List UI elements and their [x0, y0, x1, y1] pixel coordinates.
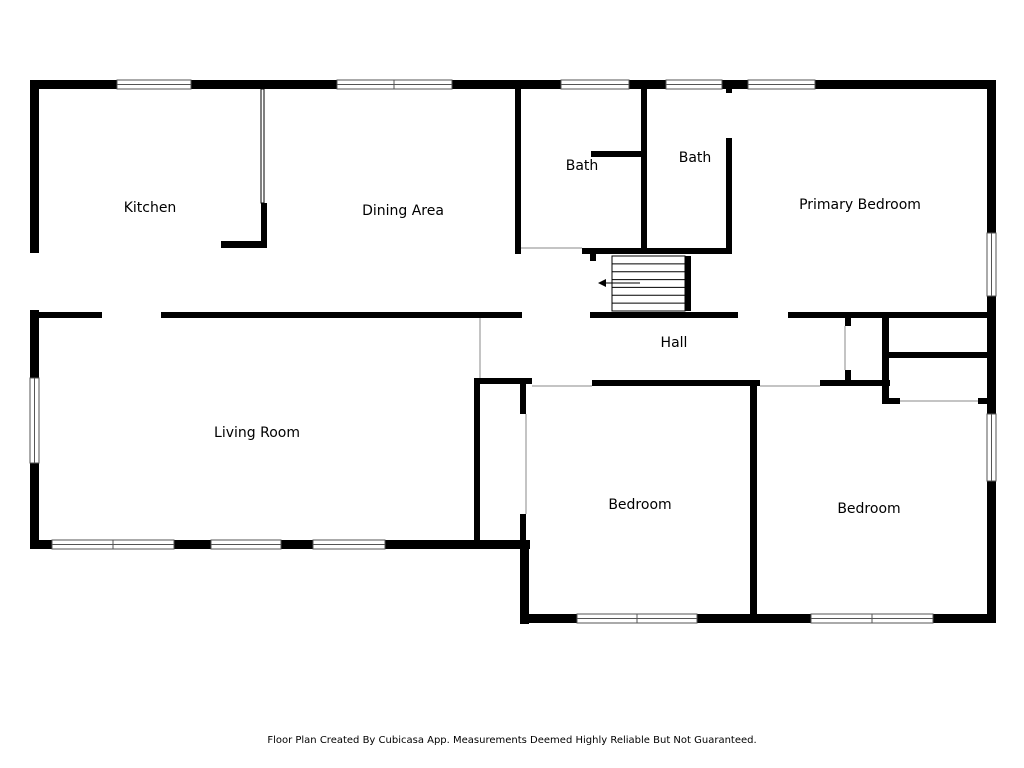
label-living-room: Living Room [214, 425, 300, 441]
label-bedroom-1: Bedroom [608, 497, 671, 513]
label-primary-bedroom: Primary Bedroom [799, 197, 921, 213]
door-openings [479, 247, 978, 514]
room-labels: Kitchen Dining Area Bath Bath Primary Be… [124, 150, 921, 517]
label-bath-1: Bath [566, 158, 599, 174]
arrow-left-icon [598, 279, 606, 287]
footer-disclaimer: Floor Plan Created By Cubicasa App. Meas… [267, 735, 757, 746]
exterior-walls [30, 80, 996, 624]
label-kitchen: Kitchen [124, 200, 177, 216]
label-bath-2: Bath [679, 150, 712, 166]
label-dining-area: Dining Area [362, 203, 444, 219]
stairs [598, 255, 686, 312]
label-bedroom-2: Bedroom [837, 501, 900, 517]
windows [29, 79, 997, 624]
label-hall: Hall [661, 335, 688, 351]
interior-walls [30, 88, 996, 620]
